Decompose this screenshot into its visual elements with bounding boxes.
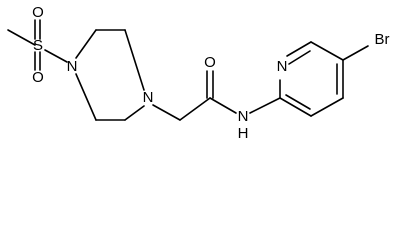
bond-pyr-n1-c6 <box>286 41 312 57</box>
bond-ring-c4-n1 <box>75 73 97 121</box>
bond-nh-pyridine <box>249 97 281 114</box>
atom-label-piperazine-n-alkyl: N <box>143 89 154 106</box>
atom-label-piperazine-n-sulfonyl: N <box>67 58 78 75</box>
atom-label-oxygen-bottom: O <box>32 69 44 86</box>
atom-label-carbonyl-oxygen: O <box>204 54 216 71</box>
bond-pyr-n1-c6-inner <box>288 50 311 65</box>
bond-ring-c2-n4 <box>124 29 145 91</box>
chemical-structure-diagram: S O O N N O N H N Br <box>7 4 390 142</box>
atom-label-bromine: Br <box>375 31 390 48</box>
bond-pyr-c3-c2 <box>279 97 312 117</box>
bond-ring-n4-c3 <box>124 105 145 121</box>
bond-pyr-c6-c5 <box>310 41 344 61</box>
bond-ch2-carbonyl <box>179 97 211 121</box>
bond-n-ch2 <box>152 104 181 121</box>
atom-label-sulfur: S <box>33 37 43 54</box>
bond-carbonyl-nh <box>209 97 237 114</box>
bond-ring-n1-c1 <box>75 29 97 59</box>
atom-label-amide-nitrogen: N <box>238 108 249 125</box>
bond-sulfur-nitrogen <box>44 49 68 63</box>
bond-c5-bromine <box>342 45 369 61</box>
atom-label-pyridine-nitrogen: N <box>277 58 288 75</box>
bond-pyr-c3-c2-inner <box>285 94 311 110</box>
atom-label-oxygen-top: O <box>32 4 44 21</box>
bond-methyl-sulfur <box>7 29 36 46</box>
atom-label-amide-hydrogen: H <box>238 125 249 142</box>
bond-pyr-c4-c3 <box>310 97 344 117</box>
